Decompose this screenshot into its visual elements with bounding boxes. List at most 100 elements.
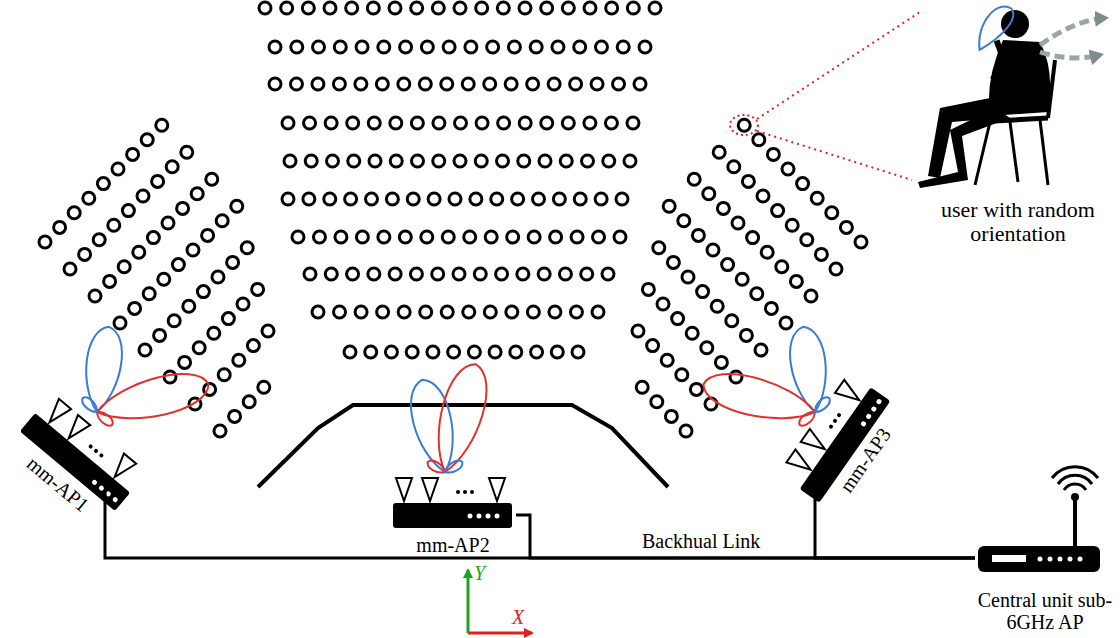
seat bbox=[258, 381, 270, 393]
seat bbox=[139, 344, 151, 356]
seat bbox=[177, 202, 189, 214]
seat bbox=[688, 173, 700, 185]
seat bbox=[855, 236, 867, 248]
seat bbox=[797, 178, 809, 190]
backhaul-stub bbox=[814, 497, 817, 517]
seat bbox=[412, 155, 424, 167]
seat bbox=[826, 207, 838, 219]
seat bbox=[83, 192, 95, 204]
seat bbox=[376, 78, 388, 90]
seat bbox=[187, 244, 199, 256]
seat bbox=[740, 329, 752, 341]
node-label: user with random orientation bbox=[922, 198, 1114, 246]
access-point-box: mm-AP3 bbox=[780, 372, 905, 517]
seat bbox=[468, 346, 480, 358]
rotation-arrow bbox=[1040, 52, 1100, 58]
seat bbox=[533, 193, 545, 205]
seat bbox=[551, 346, 563, 358]
seat bbox=[162, 217, 174, 229]
seat bbox=[313, 231, 325, 243]
y-axis bbox=[467, 570, 470, 633]
seat bbox=[584, 2, 596, 14]
seat bbox=[592, 306, 604, 318]
seat bbox=[202, 229, 214, 241]
ellipsis-dot bbox=[93, 448, 99, 454]
seat bbox=[562, 117, 574, 129]
ellipsis-dot bbox=[832, 418, 838, 424]
node-label: mm-AP1 bbox=[23, 452, 93, 516]
seat bbox=[355, 306, 367, 318]
seat bbox=[129, 302, 141, 314]
seat bbox=[713, 146, 725, 158]
led bbox=[1058, 557, 1063, 562]
seat bbox=[333, 78, 345, 90]
seat bbox=[676, 369, 688, 381]
seat bbox=[432, 2, 444, 14]
beam-lobe bbox=[786, 324, 832, 414]
phone bbox=[994, 39, 1004, 54]
seat bbox=[665, 410, 677, 422]
antenna bbox=[835, 380, 864, 407]
seat bbox=[653, 242, 665, 254]
seat bbox=[400, 41, 412, 53]
seat bbox=[64, 263, 76, 275]
seat bbox=[757, 190, 769, 202]
sight-line bbox=[757, 131, 912, 180]
seat bbox=[663, 200, 675, 212]
seat bbox=[786, 219, 798, 231]
antenna-tip bbox=[1071, 493, 1079, 501]
seat bbox=[313, 41, 325, 53]
seat bbox=[614, 231, 626, 243]
seat bbox=[284, 155, 296, 167]
seat bbox=[701, 342, 713, 354]
backhaul-wire bbox=[105, 520, 975, 558]
seat bbox=[559, 268, 571, 280]
beam-lobe bbox=[92, 366, 213, 430]
seat bbox=[79, 248, 91, 260]
seat bbox=[508, 41, 520, 53]
seat bbox=[432, 268, 444, 280]
side-lobe bbox=[812, 395, 833, 416]
seat bbox=[243, 396, 255, 408]
antenna bbox=[489, 478, 505, 501]
wifi-arc bbox=[1058, 475, 1092, 484]
seat bbox=[133, 246, 145, 258]
seat bbox=[572, 346, 584, 358]
seat bbox=[530, 41, 542, 53]
seat bbox=[112, 163, 124, 175]
led bbox=[486, 514, 491, 519]
seat bbox=[164, 371, 176, 383]
seat bbox=[484, 78, 496, 90]
seat bbox=[552, 41, 564, 53]
axis-label: X bbox=[512, 606, 524, 628]
seat bbox=[730, 371, 742, 383]
seat bbox=[475, 155, 487, 167]
head bbox=[1001, 10, 1029, 38]
seat bbox=[356, 231, 368, 243]
antenna bbox=[786, 449, 815, 476]
seat bbox=[801, 234, 813, 246]
seat bbox=[571, 231, 583, 243]
seat bbox=[147, 232, 159, 244]
node-label: mm-AP2 bbox=[390, 534, 516, 556]
beam-lobes bbox=[80, 324, 833, 477]
seat bbox=[141, 134, 153, 146]
antenna bbox=[396, 478, 412, 501]
seat bbox=[497, 155, 509, 167]
seat bbox=[433, 117, 445, 129]
led bbox=[870, 406, 877, 413]
seat bbox=[651, 396, 663, 408]
seat bbox=[751, 288, 763, 300]
seat bbox=[711, 300, 723, 312]
seat bbox=[179, 356, 191, 368]
seat bbox=[291, 41, 303, 53]
seat bbox=[570, 306, 582, 318]
seat bbox=[550, 231, 562, 243]
seat bbox=[231, 200, 243, 212]
seat bbox=[441, 78, 453, 90]
backhaul-wire bbox=[516, 515, 975, 558]
seat bbox=[690, 383, 702, 395]
backhaul-stub bbox=[104, 492, 107, 520]
